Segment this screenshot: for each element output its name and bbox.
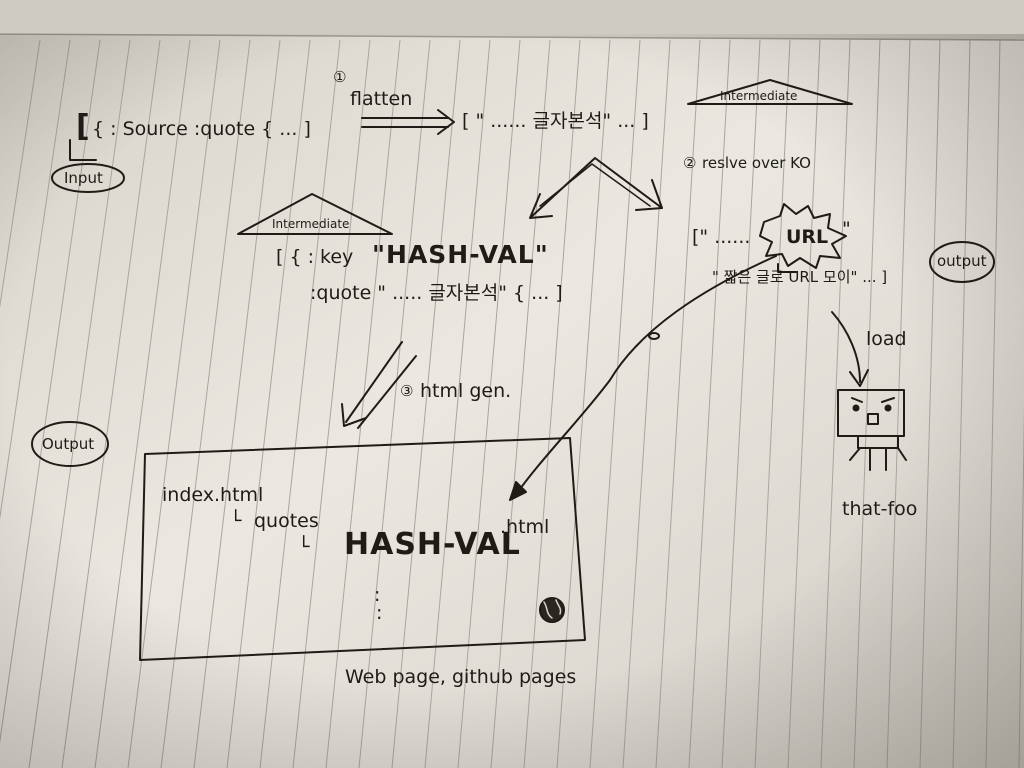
html-gen-label: html gen.: [420, 380, 512, 402]
ink-drawing: [31, 79, 995, 661]
url-burst-label: URL: [786, 226, 829, 248]
step3-number: ③: [400, 382, 414, 400]
tree-file-prefix: └: [298, 536, 310, 558]
html-gen-arrow: [341, 341, 417, 429]
character-figure: [837, 389, 907, 471]
globe-icon: [539, 597, 565, 623]
intermediate-top-roof: [687, 79, 853, 105]
intermediate-quote-line: :quote " ..... 글자본석" { ... ]: [310, 282, 563, 304]
web-page-caption: Web page, github pages: [345, 666, 577, 688]
character-label: that-foo: [842, 498, 918, 520]
tree-ellipsis: :: [374, 584, 381, 606]
url-link-arrow: [514, 255, 777, 497]
flattened-vector: [ " ...... 글자본석" ... ]: [462, 110, 649, 132]
intermediate-hash-value: "HASH-VAL": [372, 240, 549, 269]
output-left-badge-ring: [31, 421, 109, 467]
url-underline: [777, 263, 797, 273]
resolve-label: reslve over KO: [702, 154, 811, 172]
step1-number: ①: [333, 68, 347, 86]
tree-folder-prefix: └: [230, 510, 242, 532]
load-label: load: [866, 328, 907, 350]
input-pointer-line: [69, 139, 97, 161]
tree-file-ext: .html: [500, 516, 550, 538]
output-left-badge: Output: [42, 435, 95, 453]
paper-edge: [0, 0, 1024, 40]
load-arrow: [831, 311, 861, 383]
intermediate-left-label: Intermediate: [272, 217, 350, 231]
intermediate-top-label: Intermediate: [720, 89, 798, 103]
output-right-badge: output: [937, 252, 987, 270]
url-burst-shape: [759, 203, 847, 269]
input-badge: Input: [64, 169, 103, 187]
input-badge-ring: [51, 163, 125, 193]
url-link-arrowhead: [509, 481, 527, 501]
zigzag-arrow: [529, 157, 663, 219]
output-right-badge-ring: [929, 241, 995, 283]
input-code-line: { : Source :quote { ... ]: [92, 118, 311, 140]
tree-ellipsis-2: :: [376, 602, 383, 624]
intermediate-left-roof: [237, 193, 393, 235]
web-page-box: [139, 437, 586, 661]
tree-folder: quotes: [254, 510, 319, 532]
input-open-bracket: [: [76, 109, 91, 144]
output-right-suffix: ": [842, 218, 851, 240]
intermediate-key-prefix: [ { : key: [276, 246, 354, 268]
paper-shading: [0, 34, 1024, 768]
step2-number: ②: [683, 154, 697, 172]
tree-root: index.html: [162, 484, 264, 506]
flatten-arrow: [361, 109, 455, 135]
output-right-line2: " 짧은 글로 URL 모이" ... ]: [712, 268, 888, 286]
tree-file-hash: HASH-VAL: [344, 527, 521, 562]
flatten-label: flatten: [350, 88, 413, 110]
output-right-prefix: [" ......: [692, 226, 751, 248]
